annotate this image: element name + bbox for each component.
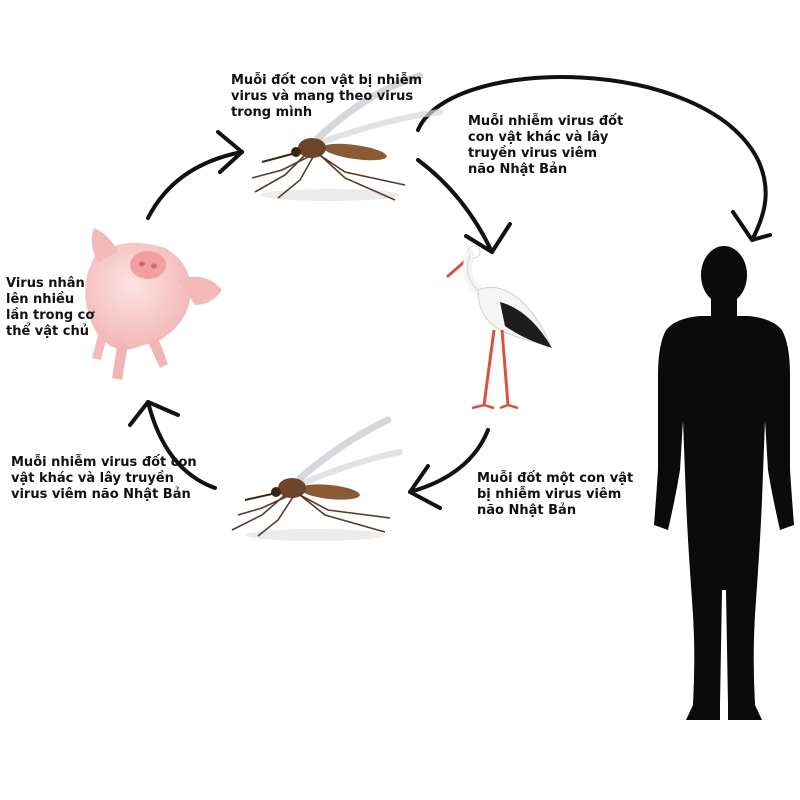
mosquito-top — [251, 72, 443, 201]
stork-illustration — [446, 245, 552, 410]
arrow-pig-to-mosquito — [146, 130, 244, 220]
arrow-mosquito-to-pig — [128, 400, 217, 490]
cycle-arrows — [128, 75, 772, 510]
label-mosquito-infects-other: Muỗi nhiễm virus đốt con vật khác và lây… — [11, 455, 197, 502]
label-mosquito-bites-infected: Muỗi đốt một con vật bị nhiễm virus viêm… — [477, 471, 634, 518]
label-virus-multiplies: Virus nhân lên nhiều lần trong cơ thể vậ… — [6, 276, 95, 339]
arrow-mosquito-to-stork — [416, 158, 512, 254]
label-mosquito-infects-stork: Muỗi nhiễm virus đốt con vật khác và lây… — [468, 114, 624, 177]
pig-illustration — [85, 228, 222, 380]
arrow-stork-to-mosquito — [408, 428, 490, 510]
human-silhouette — [654, 246, 794, 720]
mosquito-bottom — [231, 416, 403, 541]
arrow-mosquito-to-human — [416, 75, 772, 242]
label-mosquito-carries-virus: Muỗi đốt con vật bị nhiễm virus và mang … — [231, 73, 423, 120]
